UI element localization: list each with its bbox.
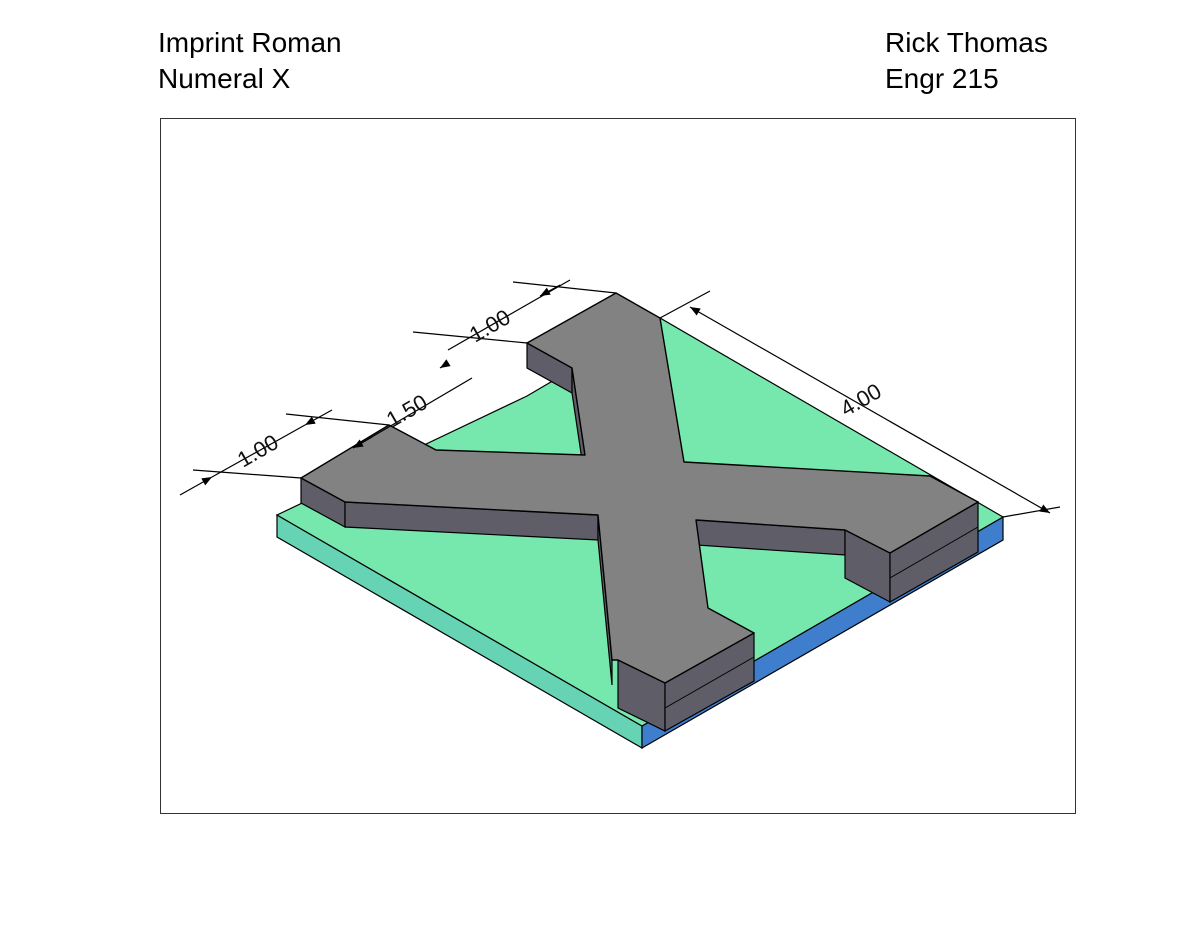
letter-name: Numeral X [158, 63, 291, 94]
dimension-arrow [179, 476, 213, 496]
dimension-label-left-arm: 1.00 [233, 429, 283, 472]
title-block-right: Rick Thomas Engr 215 [885, 25, 1048, 97]
font-name: Imprint Roman [158, 27, 342, 58]
dimensions [179, 279, 1061, 518]
plate-edge-line [889, 526, 979, 579]
extension-line [659, 290, 711, 319]
drawing-frame [160, 118, 1076, 814]
dimension-arrow [439, 359, 451, 369]
extension-line [285, 413, 390, 426]
dimension-line-length [689, 306, 1051, 514]
dimension-arrow [352, 436, 373, 449]
extension-line [512, 281, 617, 294]
extension-line [192, 469, 302, 479]
dimension-arrow [304, 409, 333, 426]
plate-edge-line [664, 656, 755, 709]
title-block-left: Imprint Roman Numeral X [158, 25, 342, 97]
letter-x [300, 292, 979, 733]
dimension-line-left [211, 424, 306, 478]
letter-top-face [300, 292, 979, 684]
dimension-line-middle [352, 377, 473, 449]
extension-line [1002, 506, 1061, 518]
course-name: Engr 215 [885, 63, 999, 94]
author-name: Rick Thomas [885, 27, 1048, 58]
dimension-arrow [539, 284, 561, 297]
